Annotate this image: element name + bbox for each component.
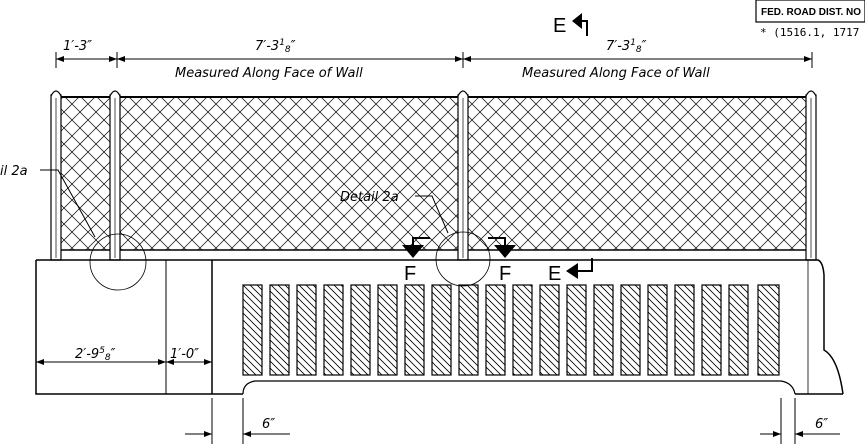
- title-block-reference: * (1516.1, 1717: [760, 26, 859, 39]
- detail-mid-label: Detail 2a: [340, 190, 399, 205]
- fence-post: [50, 90, 62, 261]
- section-mark-right-f-letter: F: [499, 263, 511, 285]
- panel-note-2: Measured Along Face of Wall: [522, 66, 710, 81]
- fence-post: [457, 90, 469, 261]
- fence-post: [805, 90, 817, 261]
- chain-link-fabric: [61, 96, 810, 251]
- gap-width-dimension: 1′-0″: [170, 347, 199, 362]
- detail-callout-left: il 2a: [0, 164, 147, 291]
- detail-left-label: il 2a: [0, 164, 28, 179]
- title-block-header: FED. ROAD DIST. NO: [761, 7, 861, 18]
- panel-note-1: Measured Along Face of Wall: [175, 66, 363, 81]
- offset-right-dimension: 6″: [815, 417, 828, 432]
- wall-openings: [242, 284, 780, 376]
- section-mark-e: E: [548, 258, 593, 285]
- section-mark-top: E: [553, 13, 588, 37]
- top-dimension-line: 1′-3″ 7′-318″ 7′-318″ Measured Along Fac…: [55, 38, 813, 81]
- bottom-dimensions: 6″ 6″: [185, 398, 840, 444]
- panel-span-2-dimension: 7′-318″: [606, 38, 647, 55]
- section-mark-top-letter: E: [553, 15, 566, 37]
- section-mark-e-letter: E: [548, 263, 561, 285]
- pier-width-dimension: 2′-958″: [75, 346, 116, 363]
- section-mark-left-f-letter: F: [404, 263, 416, 285]
- post-offset-dimension: 1′-3″: [63, 39, 92, 54]
- section-mark-left-f: F: [402, 237, 430, 285]
- section-mark-right-f: F: [488, 237, 516, 285]
- panel-span-1-dimension: 7′-318″: [255, 38, 296, 55]
- fence-posts: [50, 90, 817, 261]
- offset-left-dimension: 6″: [262, 417, 275, 432]
- concrete-wall: [35, 259, 844, 395]
- title-block: FED. ROAD DIST. NO * (1516.1, 1717: [755, 0, 865, 39]
- pier-dimensions: 2′-958″ 1′-0″: [36, 346, 212, 365]
